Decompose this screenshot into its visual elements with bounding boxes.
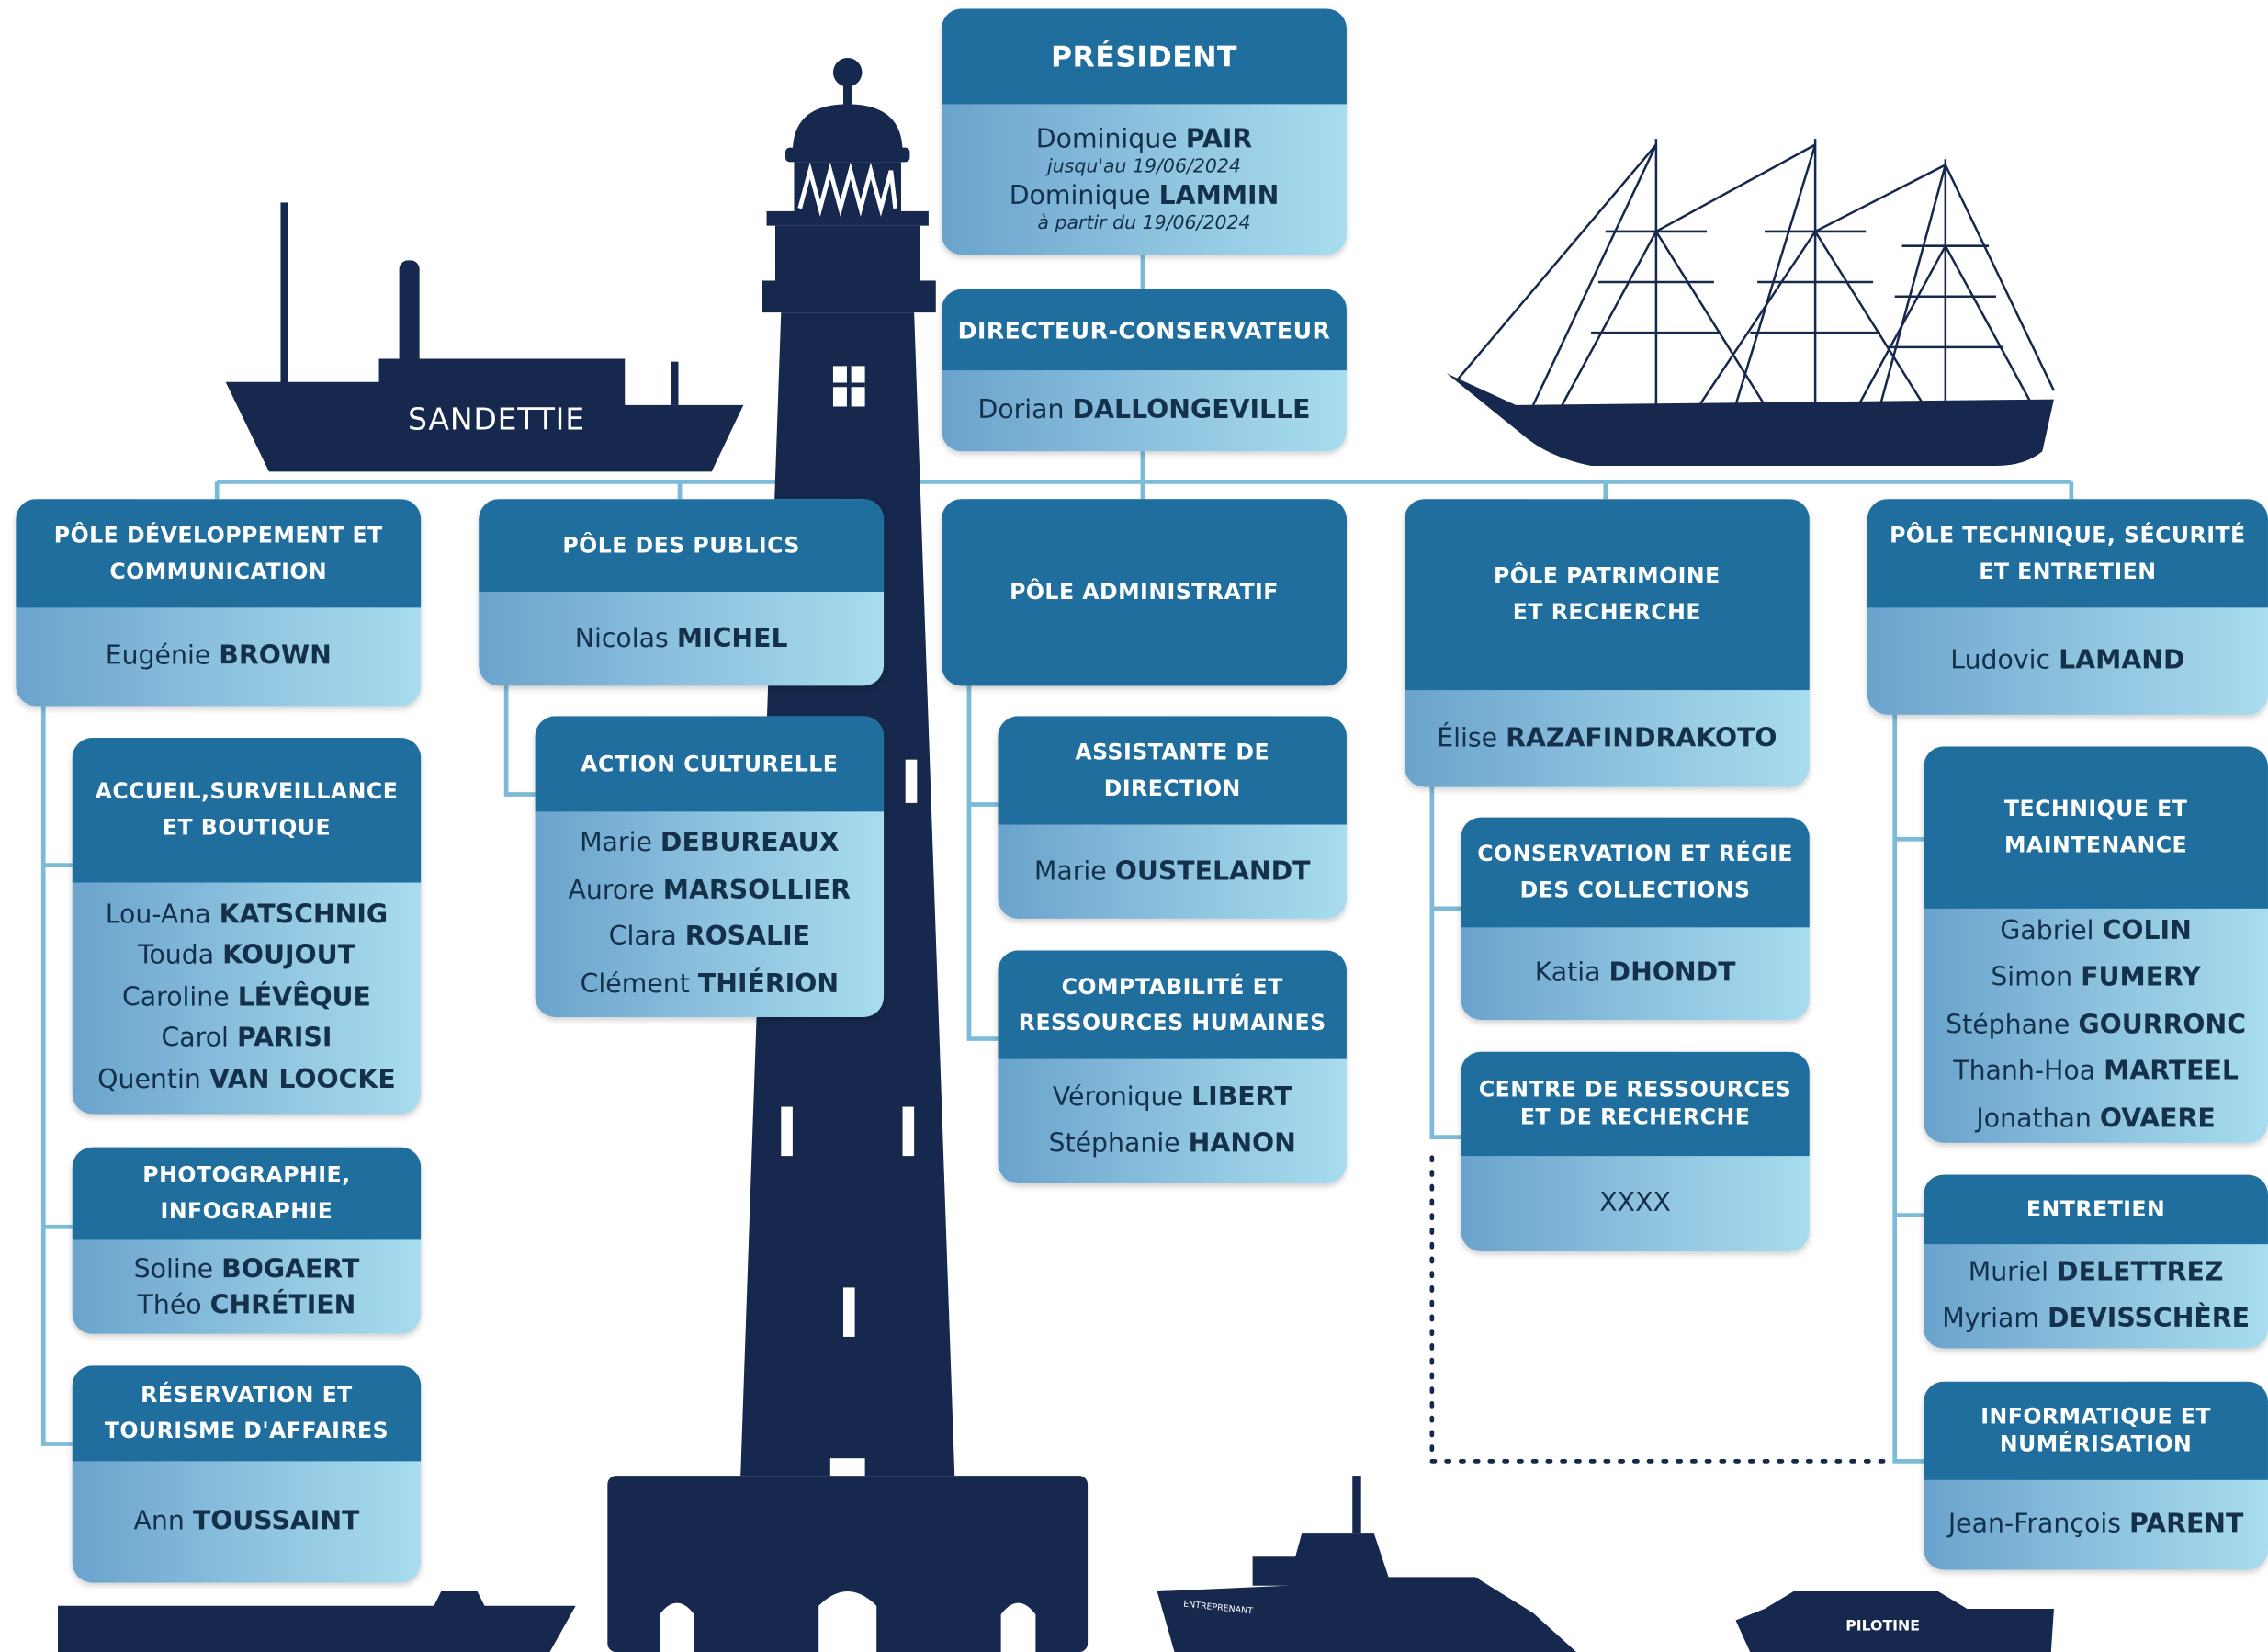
pole-technique-box: PÔLE TECHNIQUE, SÉCURITÉ ET ENTRETIEN Lu… — [1867, 499, 2268, 715]
pole-people: Nicolas MICHEL — [479, 592, 884, 685]
person-name: Myriam DEVISSCHÈRE — [1942, 1303, 2250, 1334]
directeur-people: Dorian DALLONGEVILLE — [942, 370, 1347, 451]
service-culturelle-box: ACTION CULTURELLE Marie DEBUREAUX Aurore… — [535, 716, 885, 1017]
person-name: XXXX — [1599, 1187, 1671, 1218]
pole-title: PÔLE DES PUBLICS — [479, 499, 885, 593]
person-name: Stéphane GOURRONC — [1946, 1009, 2247, 1040]
person-name: Soline BOGAERT — [133, 1253, 360, 1284]
service-title: ENTRETIEN — [1924, 1174, 2268, 1245]
person-name: Touda KOUJOUT — [137, 940, 355, 971]
service-entretien-box: ENTRETIEN Muriel DELETTREZ Myriam DEVISS… — [1924, 1174, 2268, 1349]
president-people: Dominique PAIR jusqu'au 19/06/2024 Domin… — [942, 104, 1347, 255]
service-people: XXXX — [1461, 1156, 1809, 1251]
person-name: Katia DHONDT — [1534, 957, 1736, 989]
service-title: ACTION CULTURELLE — [535, 716, 885, 812]
person-name: Muriel DELETTREZ — [1968, 1257, 2224, 1288]
person-name: Dominique PAIR — [1035, 124, 1253, 155]
pole-people: Eugénie BROWN — [16, 607, 421, 706]
person-name: Ann TOUSSAINT — [133, 1506, 360, 1537]
service-conservation-box: CONSERVATION ET RÉGIE DES COLLECTIONS Ka… — [1461, 817, 1810, 1021]
service-people: Soline BOGAERT Théo CHRÉTIEN — [73, 1239, 421, 1333]
service-title: COMPTABILITÉ ET RESSOURCES HUMAINES — [998, 950, 1347, 1059]
person-name: Marie DEBUREAUX — [580, 827, 840, 858]
person-name: Élise RAZAFINDRAKOTO — [1437, 722, 1777, 753]
person-name: Théo CHRÉTIEN — [137, 1289, 356, 1320]
service-assistante-box: ASSISTANTE DE DIRECTION Marie OUSTELANDT — [998, 716, 1347, 919]
pole-title: PÔLE TECHNIQUE, SÉCURITÉ ET ENTRETIEN — [1867, 499, 2268, 608]
pole-people: Élise RAZAFINDRAKOTO — [1405, 690, 1810, 786]
service-title: ACCUEIL,SURVEILLANCE ET BOUTIQUE — [72, 738, 422, 883]
person-name: Nicolas MICHEL — [574, 622, 788, 653]
sandettie-ship-icon — [225, 202, 744, 472]
service-informatique-box: INFORMATIQUE ET NUMÉRISATION Jean-Franço… — [1924, 1381, 2268, 1570]
person-name: Marie OUSTELANDT — [1033, 855, 1311, 887]
service-title: PHOTOGRAPHIE, INFOGRAPHIE — [72, 1147, 422, 1240]
service-title: INFORMATIQUE ET NUMÉRISATION — [1924, 1381, 2268, 1480]
president-box: PRÉSIDENT Dominique PAIR jusqu'au 19/06/… — [942, 8, 1347, 255]
service-title: RÉSERVATION ET TOURISME D'AFFAIRES — [72, 1365, 422, 1462]
pole-patrimoine-box: PÔLE PATRIMOINE ET RECHERCHE Élise RAZAF… — [1404, 499, 1810, 787]
pole-administratif-box: PÔLE ADMINISTRATIF — [942, 499, 1347, 686]
person-name: Ludovic LAMAND — [1950, 645, 2185, 676]
pole-title: PÔLE DÉVELOPPEMENT ET COMMUNICATION — [16, 499, 422, 608]
person-name: Véronique LIBERT — [1052, 1081, 1292, 1113]
person-name: Jonathan OVAERE — [1976, 1103, 2216, 1135]
service-people: Marie OUSTELANDT — [998, 825, 1346, 919]
service-maintenance-box: TECHNIQUE ET MAINTENANCE Gabriel COLIN S… — [1924, 746, 2268, 1143]
person-name: Jean-François PARENT — [1947, 1509, 2244, 1540]
sandettie-label: SANDETTIE — [408, 402, 585, 437]
service-title: CONSERVATION ET RÉGIE DES COLLECTIONS — [1461, 817, 1810, 928]
person-name: Caroline LÉVÊQUE — [122, 981, 371, 1013]
directeur-box: DIRECTEUR-CONSERVATEUR Dorian DALLONGEVI… — [942, 289, 1347, 452]
person-name: Gabriel COLIN — [2000, 915, 2192, 946]
service-accueil-box: ACCUEIL,SURVEILLANCE ET BOUTIQUE Lou-Ana… — [72, 738, 422, 1115]
directeur-title: DIRECTEUR-CONSERVATEUR — [942, 289, 1347, 371]
president-title: PRÉSIDENT — [942, 8, 1347, 105]
person-name: Dominique LAMMIN — [1009, 180, 1280, 211]
pole-title: PÔLE ADMINISTRATIF — [942, 499, 1347, 686]
service-people: Katia DHONDT — [1461, 927, 1809, 1020]
pole-developpement-box: PÔLE DÉVELOPPEMENT ET COMMUNICATION Eugé… — [16, 499, 422, 707]
service-photo-box: PHOTOGRAPHIE, INFOGRAPHIE Soline BOGAERT… — [72, 1147, 422, 1334]
person-note: jusqu'au 19/06/2024 — [1047, 156, 1241, 178]
service-people: Jean-François PARENT — [1924, 1480, 2268, 1570]
org-connectors — [40, 255, 2074, 1464]
service-people: Lou-Ana KATSCHNIG Touda KOUJOUT Caroline… — [73, 883, 421, 1115]
pole-title: PÔLE PATRIMOINE ET RECHERCHE — [1404, 499, 1810, 691]
service-reservation-box: RÉSERVATION ET TOURISME D'AFFAIRES Ann T… — [72, 1365, 422, 1583]
service-centre-box: CENTRE DE RESSOURCES ET DE RECHERCHE XXX… — [1461, 1051, 1810, 1252]
person-name: Thanh-Hoa MARTEEL — [1953, 1056, 2239, 1087]
person-name: Eugénie BROWN — [105, 640, 332, 672]
service-title: CENTRE DE RESSOURCES ET DE RECHERCHE — [1461, 1051, 1810, 1157]
pole-publics-box: PÔLE DES PUBLICS Nicolas MICHEL — [479, 499, 885, 686]
person-name: Dorian DALLONGEVILLE — [977, 394, 1311, 425]
service-title: ASSISTANTE DE DIRECTION — [998, 716, 1347, 825]
person-name: Quentin VAN LOOCKE — [97, 1064, 396, 1095]
person-name: Lou-Ana KATSCHNIG — [105, 900, 389, 931]
person-note: à partir du 19/06/2024 — [1037, 212, 1251, 235]
tall-ship-icon — [1446, 139, 2056, 467]
person-name: Carol PARISI — [161, 1023, 333, 1054]
person-name: Clément THIÉRION — [580, 968, 840, 1000]
person-name: Aurore MARSOLLIER — [568, 874, 852, 905]
person-name: Simon FUMERY — [1991, 962, 2201, 993]
service-comptabilite-box: COMPTABILITÉ ET RESSOURCES HUMAINES Véro… — [998, 950, 1347, 1184]
person-name: Clara ROSALIE — [608, 922, 810, 953]
pole-people: Ludovic LAMAND — [1867, 607, 2268, 715]
service-title: TECHNIQUE ET MAINTENANCE — [1924, 746, 2268, 909]
service-people: Muriel DELETTREZ Myriam DEVISSCHÈRE — [1924, 1244, 2268, 1348]
pilotine-label: PILOTINE — [1845, 1618, 1920, 1635]
service-people: Marie DEBUREAUX Aurore MARSOLLIER Clara … — [536, 811, 884, 1017]
service-people: Gabriel COLIN Simon FUMERY Stéphane GOUR… — [1924, 909, 2268, 1143]
service-people: Véronique LIBERT Stéphanie HANON — [998, 1059, 1346, 1183]
bottom-ships-icon — [57, 1476, 2054, 1652]
person-name: Stéphanie HANON — [1048, 1128, 1296, 1160]
service-people: Ann TOUSSAINT — [73, 1461, 421, 1582]
